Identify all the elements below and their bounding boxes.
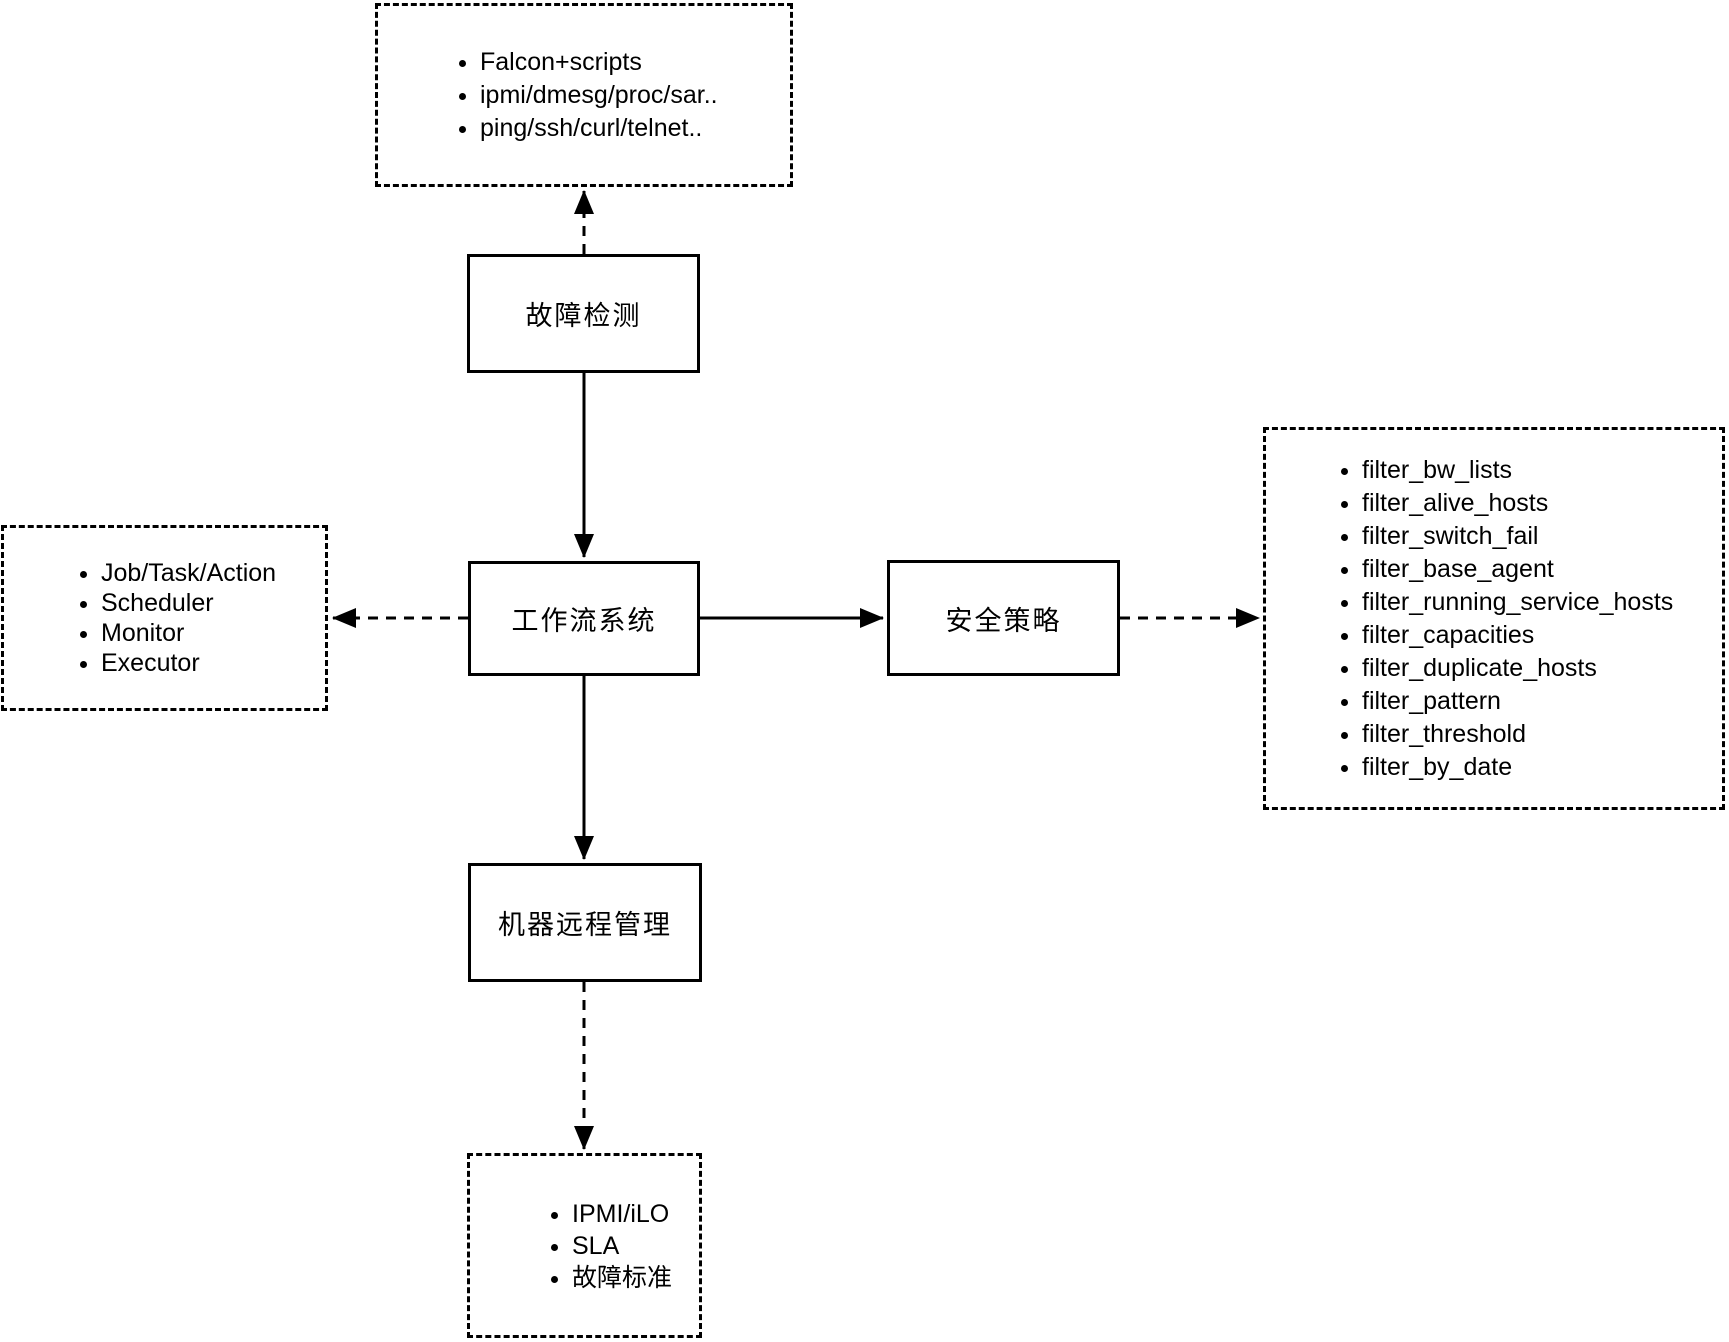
list-item: ipmi/dmesg/proc/sar.. (480, 79, 718, 112)
node-label: 故障检测 (525, 301, 642, 331)
list-item: filter_bw_lists (1362, 454, 1673, 487)
workflow-components-list: Job/Task/Action Scheduler Monitor Execut… (4, 558, 276, 678)
node-machine-remote-management: 机器远程管理 (468, 863, 702, 982)
list-item: filter_threshold (1362, 718, 1673, 751)
node-label: 机器远程管理 (498, 910, 672, 940)
workflow-components-box: Job/Task/Action Scheduler Monitor Execut… (1, 525, 328, 711)
list-item: Job/Task/Action (101, 558, 276, 588)
node-label: 安全策略 (945, 605, 1062, 636)
list-item: Monitor (101, 618, 276, 648)
list-item: IPMI/iLO (572, 1198, 672, 1230)
node-label: 工作流系统 (511, 606, 657, 636)
remote-management-tools-box: IPMI/iLO SLA 故障标准 (467, 1153, 702, 1338)
security-filters-box: filter_bw_lists filter_alive_hosts filte… (1263, 427, 1725, 810)
list-item: filter_capacities (1362, 619, 1673, 652)
list-item: SLA (572, 1230, 672, 1262)
list-item: filter_pattern (1362, 685, 1673, 718)
list-item: Executor (101, 648, 276, 678)
remote-management-tools-list: IPMI/iLO SLA 故障标准 (470, 1198, 672, 1294)
list-item: filter_switch_fail (1362, 520, 1673, 553)
detection-tools-list: Falcon+scripts ipmi/dmesg/proc/sar.. pin… (378, 46, 718, 145)
list-item: filter_base_agent (1362, 553, 1673, 586)
list-item: filter_alive_hosts (1362, 487, 1673, 520)
list-item: filter_running_service_hosts (1362, 586, 1673, 619)
node-security-policy: 安全策略 (887, 560, 1120, 676)
list-item: Falcon+scripts (480, 46, 718, 79)
detection-tools-box: Falcon+scripts ipmi/dmesg/proc/sar.. pin… (375, 3, 793, 187)
node-workflow-system: 工作流系统 (468, 561, 700, 676)
list-item: filter_duplicate_hosts (1362, 652, 1673, 685)
security-filters-list: filter_bw_lists filter_alive_hosts filte… (1266, 454, 1673, 784)
list-item: 故障标准 (572, 1262, 672, 1294)
list-item: ping/ssh/curl/telnet.. (480, 112, 718, 145)
list-item: Scheduler (101, 588, 276, 618)
node-fault-detection: 故障检测 (467, 254, 700, 373)
list-item: filter_by_date (1362, 751, 1673, 784)
